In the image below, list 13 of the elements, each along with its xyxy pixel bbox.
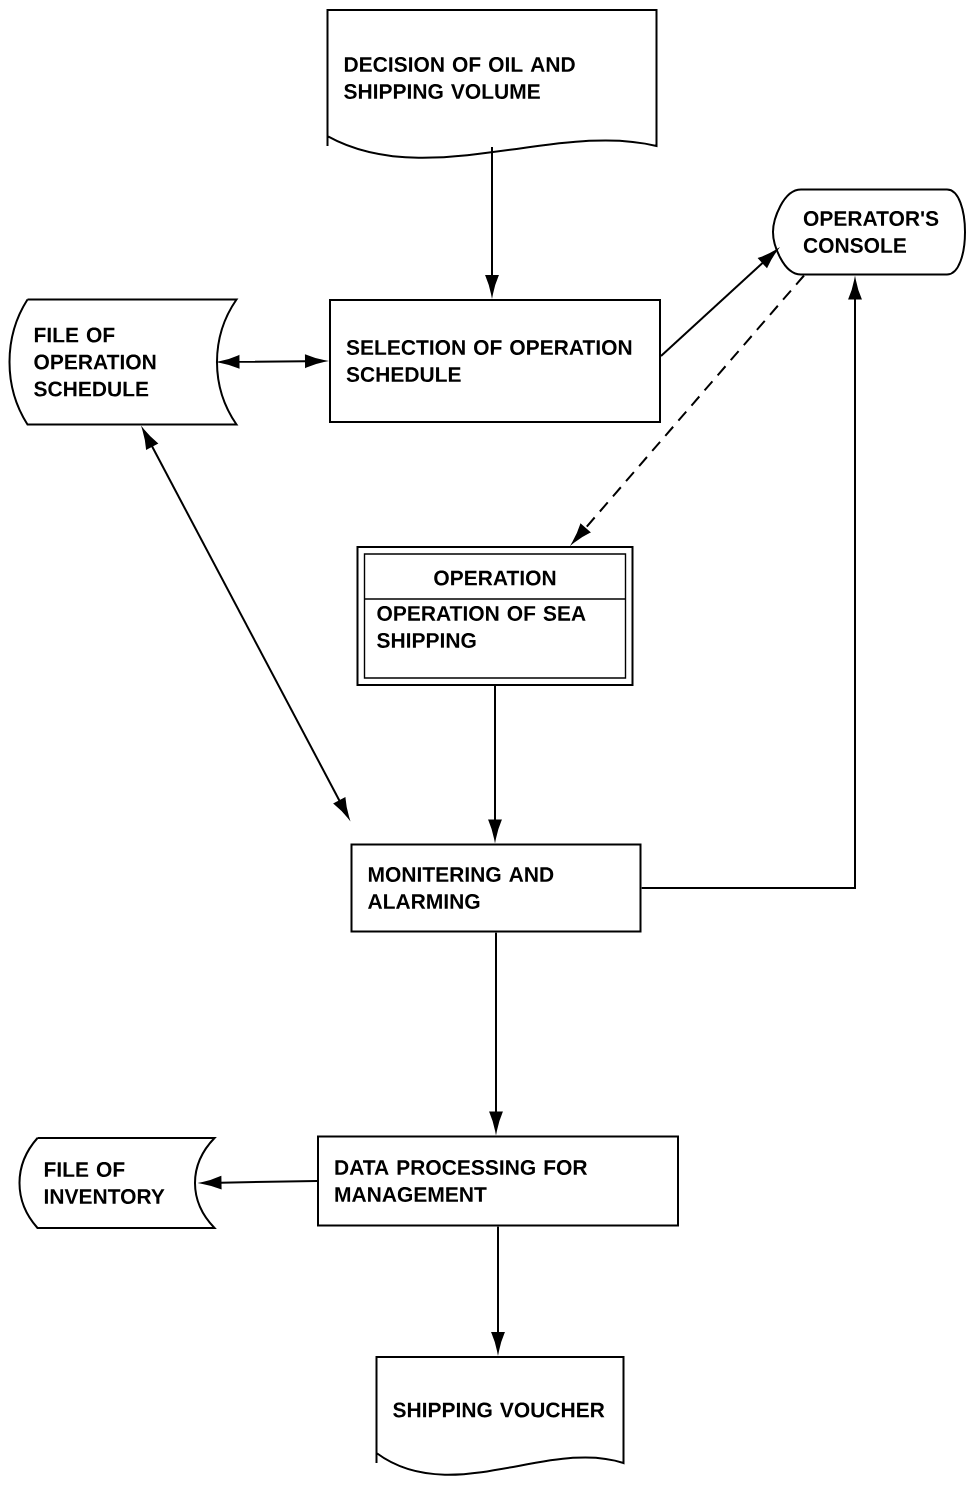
arrow	[489, 931, 503, 1132]
process-box: DATA PROCESSING FOR MANAGEMENT	[317, 1135, 679, 1227]
arrow	[572, 274, 805, 544]
stored-data-shape: FILE OF INVENTORY	[18, 1137, 216, 1229]
display-shape: OPERATOR'S CONSOLE	[772, 188, 966, 276]
operation-box: OPERATION OPERATION OF SEA SHIPPING	[356, 546, 634, 686]
arrow	[660, 249, 778, 357]
arrow	[488, 685, 502, 840]
process-box: MONITERING AND ALARMING	[350, 843, 642, 933]
arrow	[640, 279, 862, 889]
process-box: SELECTION OF OPERATION SCHEDULE	[329, 299, 661, 423]
stored-data-shape: FILE OF OPERATION SCHEDULE	[8, 298, 238, 426]
arrow	[201, 1176, 318, 1190]
